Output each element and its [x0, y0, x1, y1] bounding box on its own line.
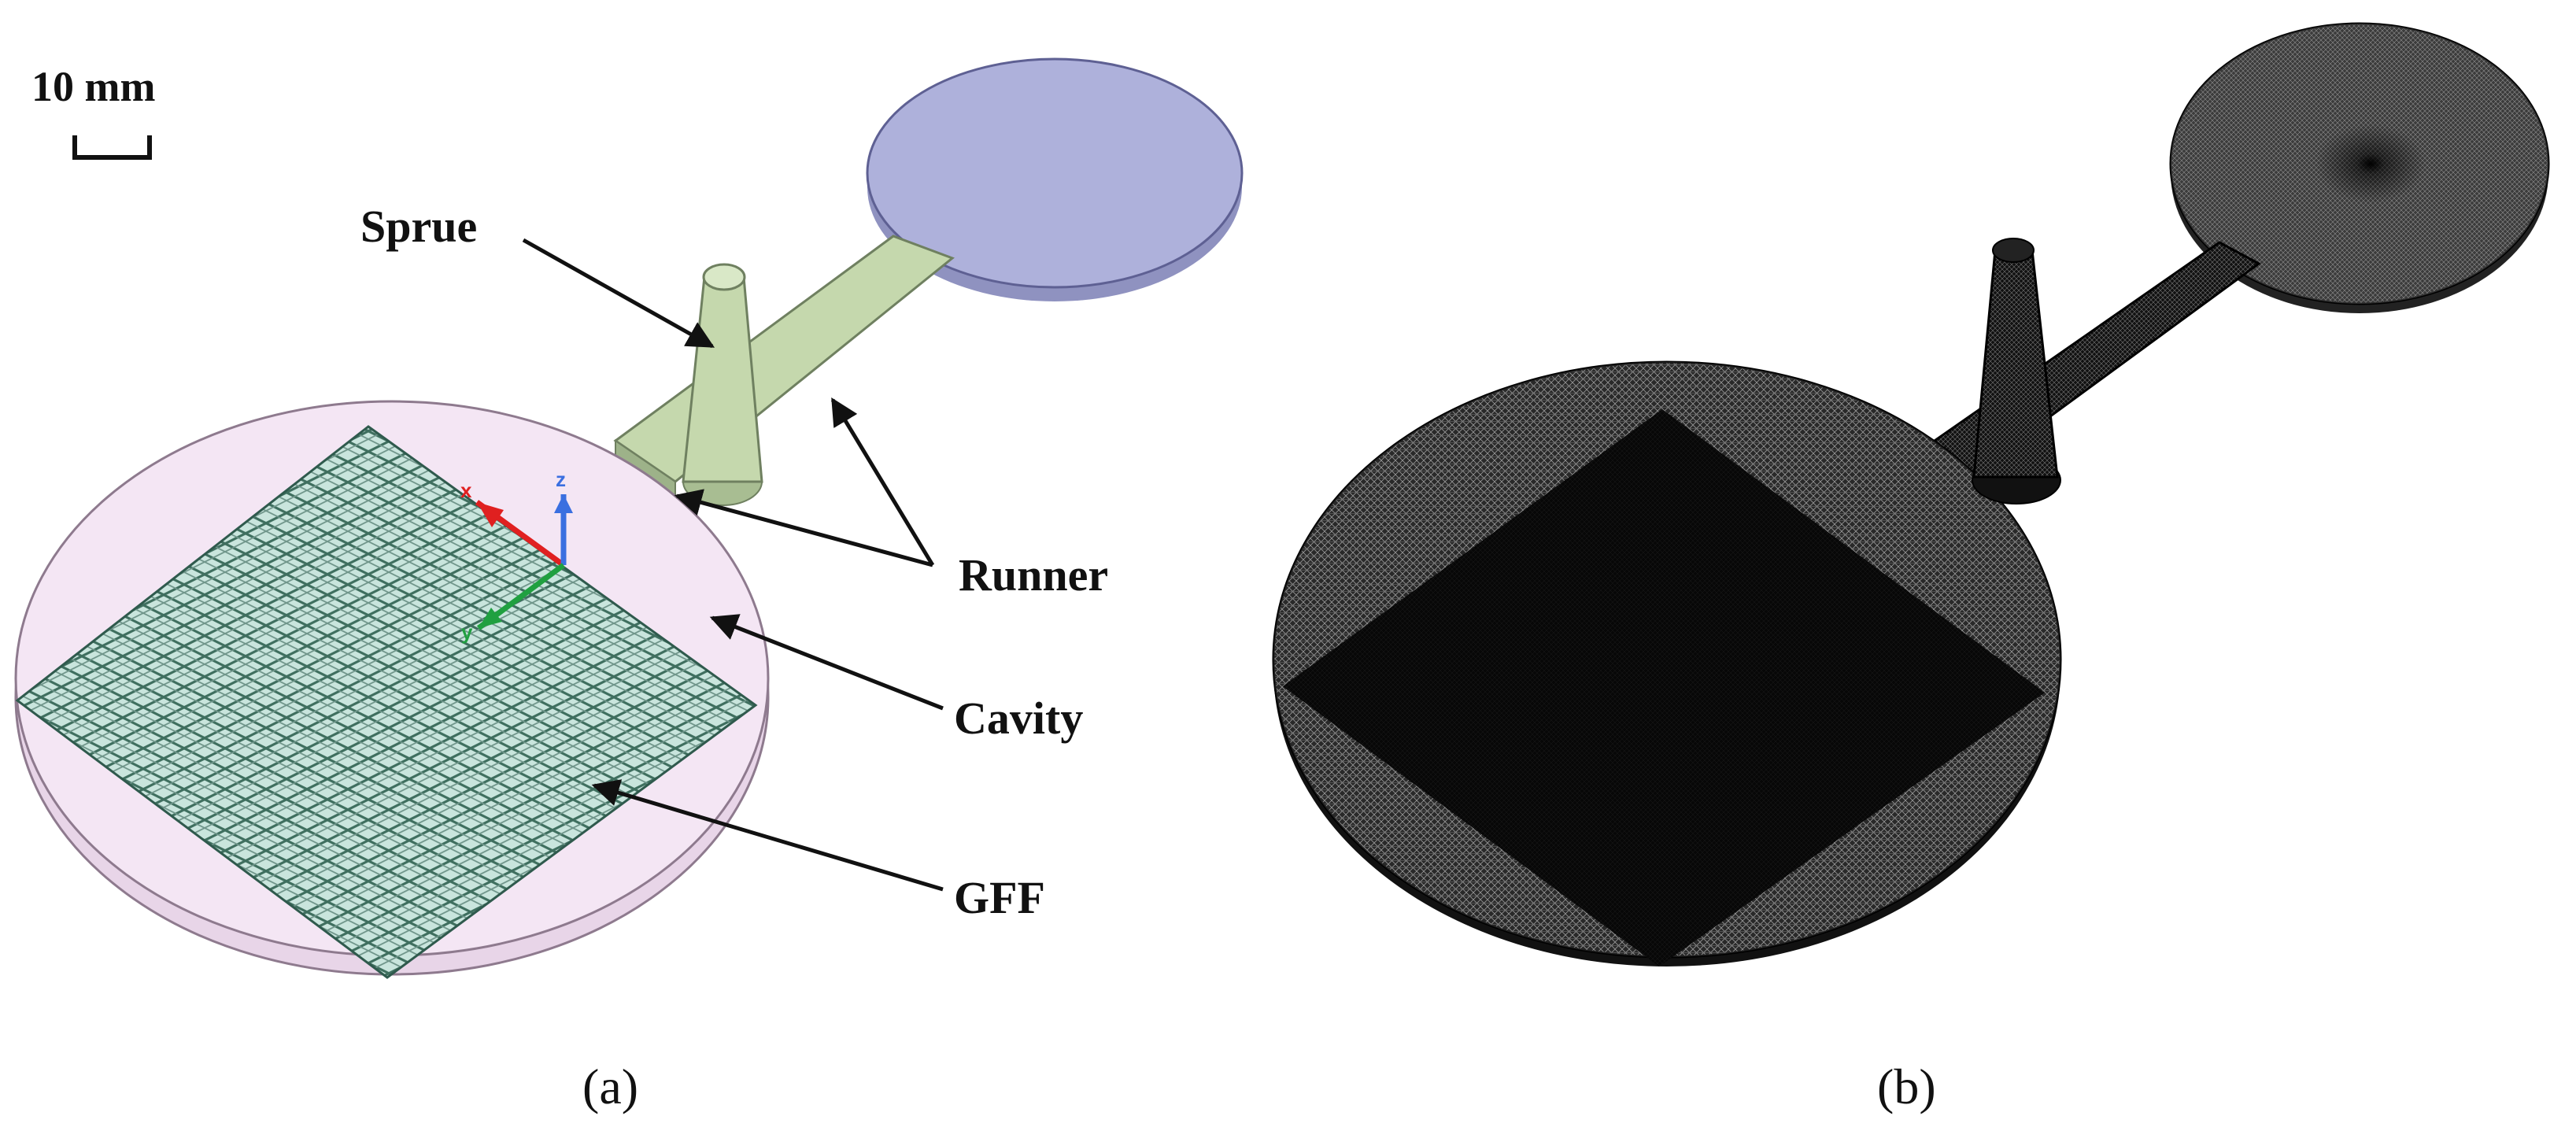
axis-x-label: x — [460, 479, 472, 502]
runner — [613, 235, 955, 497]
axis-triad: x z y — [460, 468, 573, 644]
axis-y-label: y — [461, 620, 473, 644]
mesh-sprue — [1972, 238, 2061, 504]
panel-a-caption: (a) — [582, 1059, 638, 1114]
axis-z-label: z — [556, 468, 566, 491]
panel-a: 10 mm x — [14, 57, 1244, 1114]
mesh-gff — [1283, 409, 2045, 966]
callout-arrows — [522, 238, 944, 892]
runner-arrow-1 — [674, 489, 933, 567]
gff-arrow — [591, 779, 944, 892]
cavity-label: Cavity — [954, 693, 1083, 744]
runner-arrow-2 — [830, 397, 935, 567]
sprue-arrow — [522, 238, 715, 349]
runner-label: Runner — [959, 549, 1108, 601]
panel-b: (b) — [1272, 22, 2550, 1114]
panel-b-caption: (b) — [1877, 1059, 1936, 1114]
gff-label: GFF — [954, 872, 1045, 923]
scale-bar-label: 10 mm — [31, 63, 155, 110]
mesh-overflow-disc — [2169, 22, 2550, 313]
overflow-disc — [866, 57, 1244, 301]
cavity-arrow — [709, 614, 944, 711]
sprue — [682, 263, 763, 506]
sprue-label: Sprue — [360, 201, 477, 252]
gff-fabric — [15, 425, 758, 979]
scale-bar: 10 mm — [31, 63, 155, 160]
